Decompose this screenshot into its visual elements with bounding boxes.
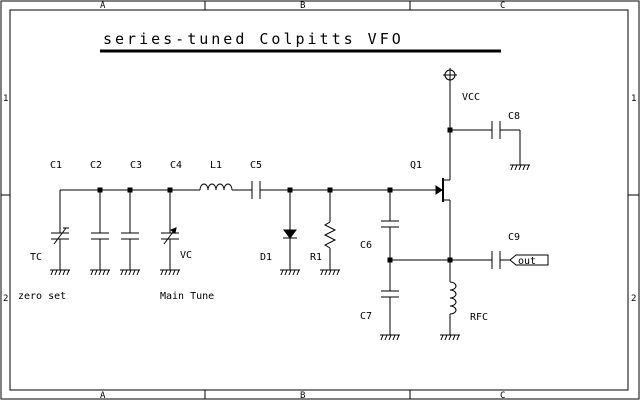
vc-variable-capacitor-symbol — [161, 190, 179, 270]
label-c7: C7 — [360, 311, 372, 322]
c9-capacitor-symbol — [450, 251, 510, 269]
ground-symbol — [120, 269, 140, 276]
c6-capacitor-symbol — [381, 190, 399, 260]
label-q1: Q1 — [410, 160, 422, 171]
frame-row-1-left: 1 — [3, 94, 8, 104]
frame-col-a-top: A — [100, 1, 106, 11]
c7-capacitor-symbol — [381, 260, 399, 335]
label-vc: VC — [180, 250, 192, 261]
ground-symbol — [50, 269, 70, 276]
ground-symbol — [440, 334, 460, 341]
label-rfc: RFC — [470, 312, 488, 323]
c2-capacitor-symbol — [91, 190, 109, 270]
frame-row-1-right: 1 — [631, 94, 636, 104]
ground-symbol — [160, 269, 180, 276]
c8-capacitor-symbol — [450, 121, 521, 165]
frame-col-b-bottom: B — [300, 391, 305, 400]
label-c8: C8 — [508, 111, 520, 122]
label-c5: C5 — [250, 160, 262, 171]
label-c9: C9 — [508, 232, 520, 243]
frame-col-a-bottom: A — [100, 391, 106, 400]
note-zero-set: zero set — [18, 291, 66, 302]
label-c1: C1 — [50, 160, 62, 171]
r1-resistor-symbol — [323, 190, 337, 270]
schematic-title: series-tuned Colpitts VFO — [103, 30, 404, 48]
note-main-tune: Main Tune — [160, 291, 214, 302]
tc-trimmer-capacitor-symbol — [51, 190, 69, 270]
rfc-choke-symbol — [449, 281, 457, 335]
label-vcc: VCC — [462, 92, 480, 103]
label-r1: R1 — [310, 252, 322, 263]
vcc-terminal-symbol — [443, 68, 457, 82]
c3-capacitor-symbol — [121, 190, 139, 270]
label-c3: C3 — [130, 160, 142, 171]
frame-col-c-bottom: C — [500, 391, 505, 400]
frame-col-c-top: C — [500, 1, 505, 11]
label-c2: C2 — [90, 160, 102, 171]
d1-diode-symbol — [283, 190, 297, 270]
ground-symbol — [90, 269, 110, 276]
c5-capacitor-symbol — [251, 181, 261, 199]
frame-row-2-left: 2 — [3, 294, 8, 304]
l1-inductor-symbol — [199, 183, 233, 191]
label-c4: C4 — [170, 160, 182, 171]
output-port-label: out — [518, 256, 536, 267]
ground-symbol — [380, 334, 400, 341]
output-port-flag — [509, 254, 549, 266]
label-c6: C6 — [360, 240, 372, 251]
ground-symbol — [280, 269, 300, 276]
frame-col-b-top: B — [300, 1, 305, 11]
label-d1: D1 — [260, 252, 272, 263]
frame-row-2-right: 2 — [631, 294, 636, 304]
label-l1: L1 — [210, 160, 222, 171]
q1-transistor-symbol — [435, 178, 450, 202]
junction-dots — [97, 127, 453, 263]
label-tc: TC — [30, 252, 42, 263]
ground-symbol — [510, 164, 530, 171]
ground-symbol — [320, 269, 340, 276]
